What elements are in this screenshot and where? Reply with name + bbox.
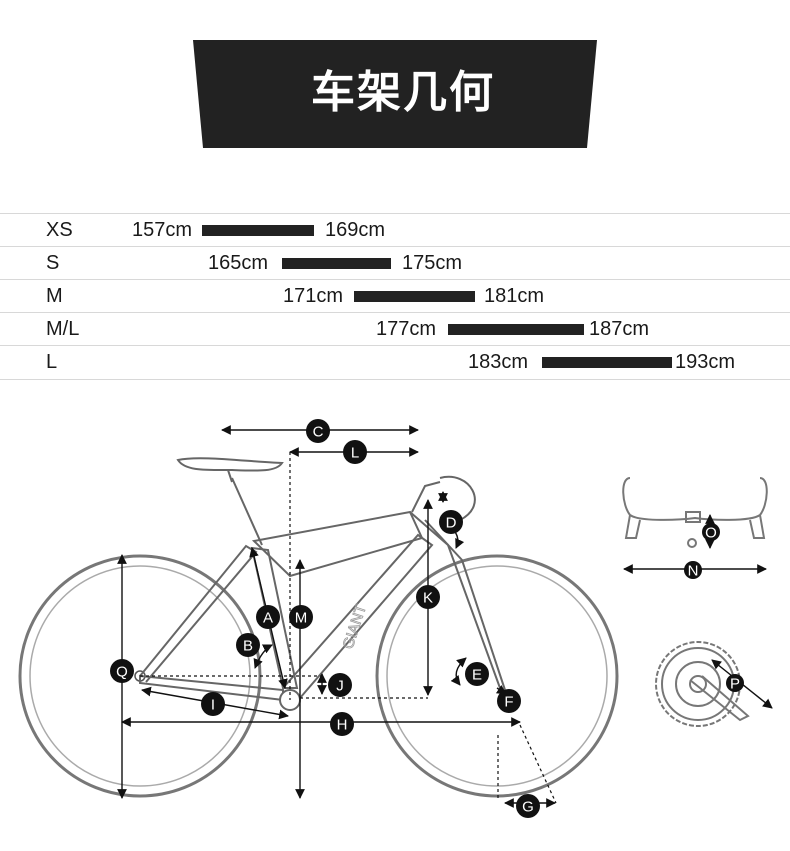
svg-text:P: P <box>730 676 740 693</box>
size-row-ml: M/L 177cm 187cm <box>0 312 790 346</box>
marker-n: N <box>684 561 702 580</box>
height-min: 183cm <box>468 351 529 373</box>
size-row-l: L 183cm 193cm <box>0 345 790 380</box>
marker-c: C <box>306 419 330 443</box>
size-label: M/L <box>46 318 80 340</box>
svg-text:C: C <box>313 424 324 441</box>
height-min: 157cm <box>132 219 193 241</box>
svg-text:G: G <box>522 799 534 816</box>
dimension-lines <box>117 425 556 808</box>
marker-i: I <box>201 692 225 716</box>
svg-text:O: O <box>705 525 717 542</box>
svg-text:E: E <box>472 667 482 684</box>
svg-text:A: A <box>263 610 273 627</box>
marker-j: J <box>328 673 352 697</box>
svg-text:H: H <box>337 717 348 734</box>
svg-text:K: K <box>423 590 433 607</box>
size-label: L <box>46 351 58 373</box>
svg-text:B: B <box>243 638 253 655</box>
marker-f: F <box>497 689 521 713</box>
svg-text:Q: Q <box>116 664 128 681</box>
height-max: 187cm <box>589 318 650 340</box>
marker-h: H <box>330 712 354 736</box>
seatpost <box>227 469 233 483</box>
reference-lines <box>140 452 557 804</box>
height-range-bar <box>354 291 475 302</box>
marker-l: L <box>343 440 367 464</box>
geometry-diagram: GIANT <box>18 419 773 818</box>
marker-g: G <box>516 794 540 818</box>
size-label: XS <box>46 219 73 241</box>
height-max: 181cm <box>484 285 545 307</box>
banner-background <box>193 40 597 148</box>
height-min: 177cm <box>376 318 437 340</box>
title-banner <box>193 40 597 148</box>
marker-o: O <box>702 523 720 542</box>
page-title: 车架几何 <box>311 67 495 118</box>
height-min: 171cm <box>283 285 344 307</box>
height-range-bar <box>282 258 391 269</box>
marker-e: E <box>465 662 489 686</box>
frame-logo: GIANT <box>340 602 370 651</box>
svg-text:M: M <box>295 610 308 627</box>
handlebar-detail <box>622 477 768 548</box>
svg-text:I: I <box>211 697 215 714</box>
svg-text:F: F <box>504 694 513 711</box>
svg-text:N: N <box>688 563 699 580</box>
marker-d: D <box>439 510 463 534</box>
size-row-m: M 171cm 181cm <box>0 279 790 313</box>
saddle <box>176 457 284 472</box>
svg-text:J: J <box>336 678 344 695</box>
marker-b: B <box>236 633 260 657</box>
height-max: 175cm <box>402 252 463 274</box>
height-range-bar <box>202 225 314 236</box>
size-row-xs: XS 157cm 169cm <box>0 213 790 247</box>
marker-m: M <box>289 605 313 629</box>
front-wheel <box>375 554 619 798</box>
height-range-bar <box>542 357 672 368</box>
svg-text:D: D <box>446 515 457 532</box>
marker-k: K <box>416 585 440 609</box>
height-max: 193cm <box>675 351 736 373</box>
marker-p: P <box>726 674 744 693</box>
height-min: 165cm <box>208 252 269 274</box>
size-label: M <box>46 285 63 307</box>
size-row-s: S 165cm 175cm <box>0 246 790 280</box>
size-label: S <box>46 252 60 274</box>
height-range-bar <box>448 324 584 335</box>
height-max: 169cm <box>325 219 386 241</box>
svg-text:L: L <box>351 445 359 462</box>
marker-a: A <box>256 605 280 629</box>
marker-q: Q <box>110 659 134 683</box>
